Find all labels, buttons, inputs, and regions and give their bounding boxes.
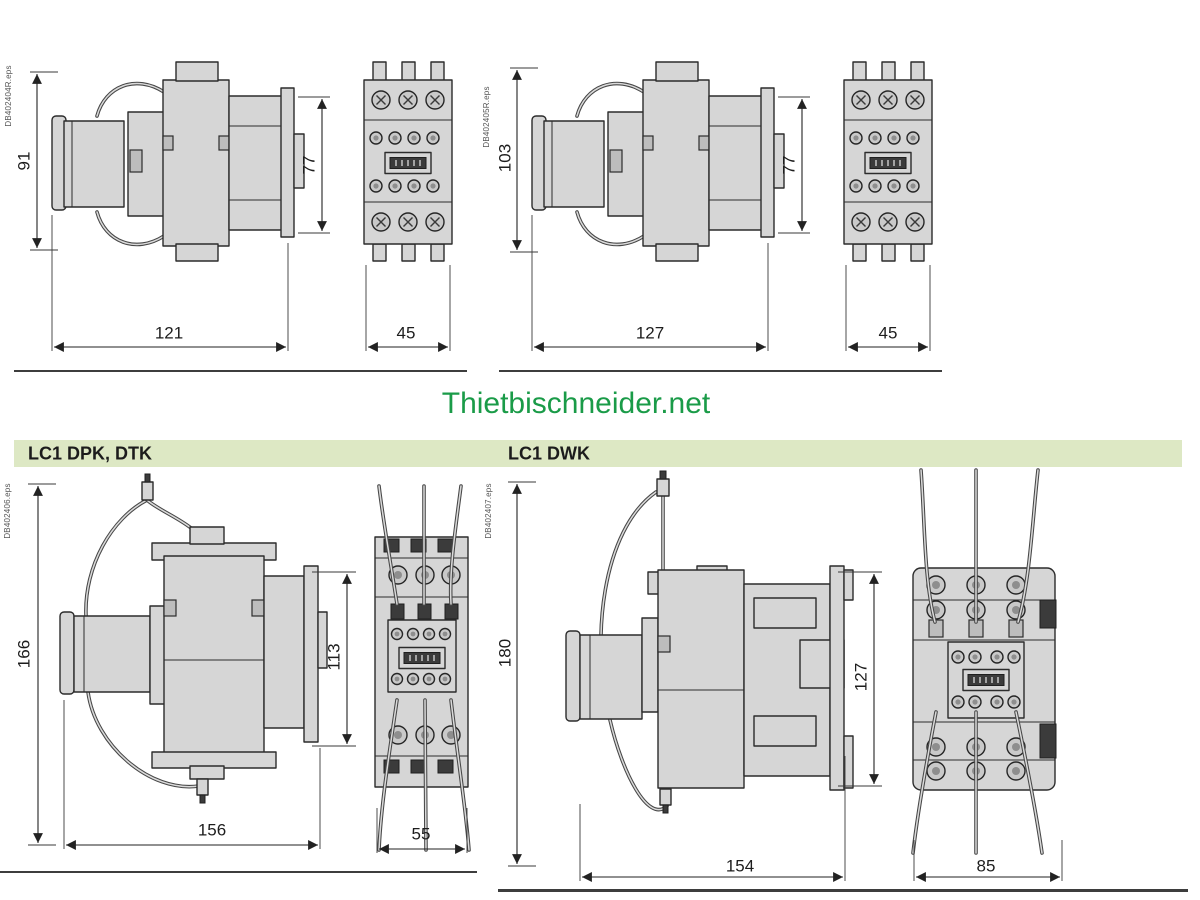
dim-label-width: 156 (197, 820, 227, 840)
bottom-left-side-view (59, 473, 328, 804)
watermark-text: Thietbischneider.net (441, 387, 711, 420)
eps-label-bottom-left: DB402406.eps (3, 483, 12, 539)
bottom-right-dimensions (508, 481, 1063, 882)
top-right-side-view (530, 60, 786, 263)
eps-label-bottom-right: DB402407.eps (484, 483, 493, 539)
divider-top-right (499, 370, 942, 372)
dim-label-height-right: 127 (851, 662, 871, 692)
dim-label-front-width: 45 (396, 323, 416, 343)
dim-label-height-total: 180 (495, 638, 515, 668)
dim-label-height-right: 77 (779, 155, 799, 175)
divider-bottom-left (0, 871, 477, 873)
section-label-lc1-dwk: LC1 DWK (508, 443, 590, 463)
bottom-left-front-view (374, 484, 471, 852)
dim-label-height-right: 77 (299, 155, 319, 175)
dim-label-height-right: 113 (324, 643, 344, 671)
dim-label-height-total: 91 (14, 151, 34, 171)
dim-label-front-width: 45 (878, 323, 898, 343)
dim-label-width: 121 (154, 323, 184, 343)
dim-label-width: 154 (725, 856, 755, 876)
bottom-right-side-view (565, 470, 854, 814)
top-right-dimensions (510, 67, 931, 352)
eps-label-top-right: DB402405R.eps (482, 86, 491, 148)
bottom-right-front-view (911, 468, 1057, 855)
dim-label-front-width: 55 (411, 824, 431, 844)
divider-top-left (14, 370, 467, 372)
dim-label-width: 127 (635, 323, 665, 343)
divider-bottom-right (498, 889, 1188, 892)
section-band: LC1 DPK, DTK LC1 DWK (14, 440, 1182, 467)
top-left-dimensions (30, 71, 451, 352)
bottom-left-dimensions (28, 483, 468, 854)
dim-label-front-width: 85 (976, 856, 996, 876)
top-left-front-view (364, 62, 452, 261)
dim-label-height-total: 166 (14, 639, 34, 669)
section-label-lc1-dpk-dtk: LC1 DPK, DTK (28, 443, 153, 463)
top-right-front-view (844, 62, 932, 261)
top-left-side-view (50, 60, 306, 263)
dim-label-height-total: 103 (495, 143, 515, 173)
eps-label-top-left: DB402404R.eps (4, 65, 13, 127)
